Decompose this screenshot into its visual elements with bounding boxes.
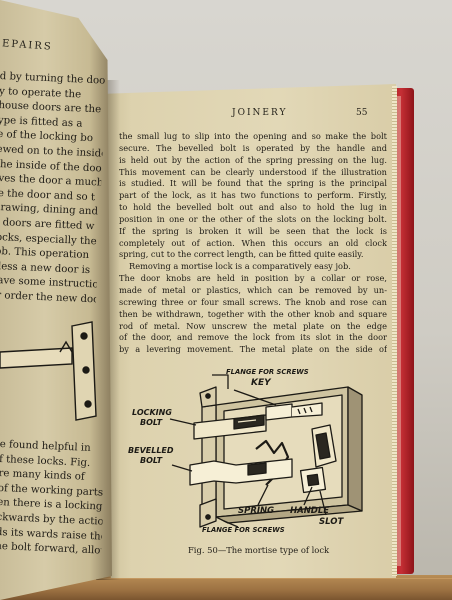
mortise-lock-illustration: FLANGE FOR SCREWS KEY LOCKING BOLT BEVEL… (128, 368, 363, 534)
label-locking: LOCKING (132, 408, 172, 417)
text-line: made of metal or plastics, which can be … (119, 284, 387, 295)
text-line: the small lug to slip into the opening a… (119, 131, 387, 141)
text-line: position in one or the other of the slot… (119, 213, 387, 224)
text-line: This movement can be clearly understood … (119, 166, 387, 177)
text-line: is studied. It will be found that the sp… (119, 178, 387, 189)
text-line: completely out of action. When this occu… (119, 237, 387, 248)
label-handle: HANDLE (290, 506, 329, 516)
label-flange-top: FLANGE FOR SCREWS (226, 368, 309, 376)
text-line: rod of metal. Now unscrew the metal plat… (119, 320, 387, 331)
right-page-text: the small lug to slip into the opening a… (119, 131, 387, 356)
text-line: If the spring is broken it will be seen … (119, 225, 387, 236)
label-locking-bolt: BOLT (140, 418, 163, 427)
text-line: secure. The bevelled bolt is operated by… (119, 142, 387, 153)
text-line: of the door, and remove the lock from it… (119, 332, 387, 343)
running-header: JOINERY (232, 108, 288, 118)
shelf-highlight (0, 578, 452, 579)
text-line: by a levering movement. The metal plate … (119, 344, 387, 355)
left-page (0, 0, 112, 600)
text-line: spring, cut to the correct length, can b… (119, 249, 364, 260)
label-key: KEY (251, 378, 272, 388)
text-line: Removing a mortise lock is a comparative… (129, 261, 351, 272)
label-slot: SLOT (319, 517, 344, 527)
text-line: screwing three or four small screws. The… (119, 296, 387, 307)
text-line: part of the lock, as it has two function… (119, 190, 387, 201)
text-line: then be withdrawn, together with the oth… (119, 308, 387, 319)
text-line: to hold the bevelled bolt out and also t… (119, 202, 387, 213)
label-spring: SPRING (238, 506, 274, 516)
text-line: is held out by the action of the spring … (119, 154, 387, 165)
figure-caption: Fig. 50—The mortise type of lock (188, 545, 330, 555)
label-bevelled: BEVELLED (128, 446, 174, 455)
page-edges (392, 86, 397, 576)
cover-edge (397, 96, 401, 566)
left-page-hinge-illustration (0, 321, 97, 421)
text-line: The door knobs are held in position by a… (119, 273, 387, 284)
page-number: 55 (356, 108, 368, 118)
label-flange-bottom: FLANGE FOR SCREWS (202, 526, 285, 534)
label-bevelled-bolt: BOLT (140, 456, 163, 465)
left-page-lower-text: e found helpful in f these locks. Fig. r… (0, 438, 106, 559)
left-page-text: d by turning the door y to operate the h… (0, 70, 106, 308)
